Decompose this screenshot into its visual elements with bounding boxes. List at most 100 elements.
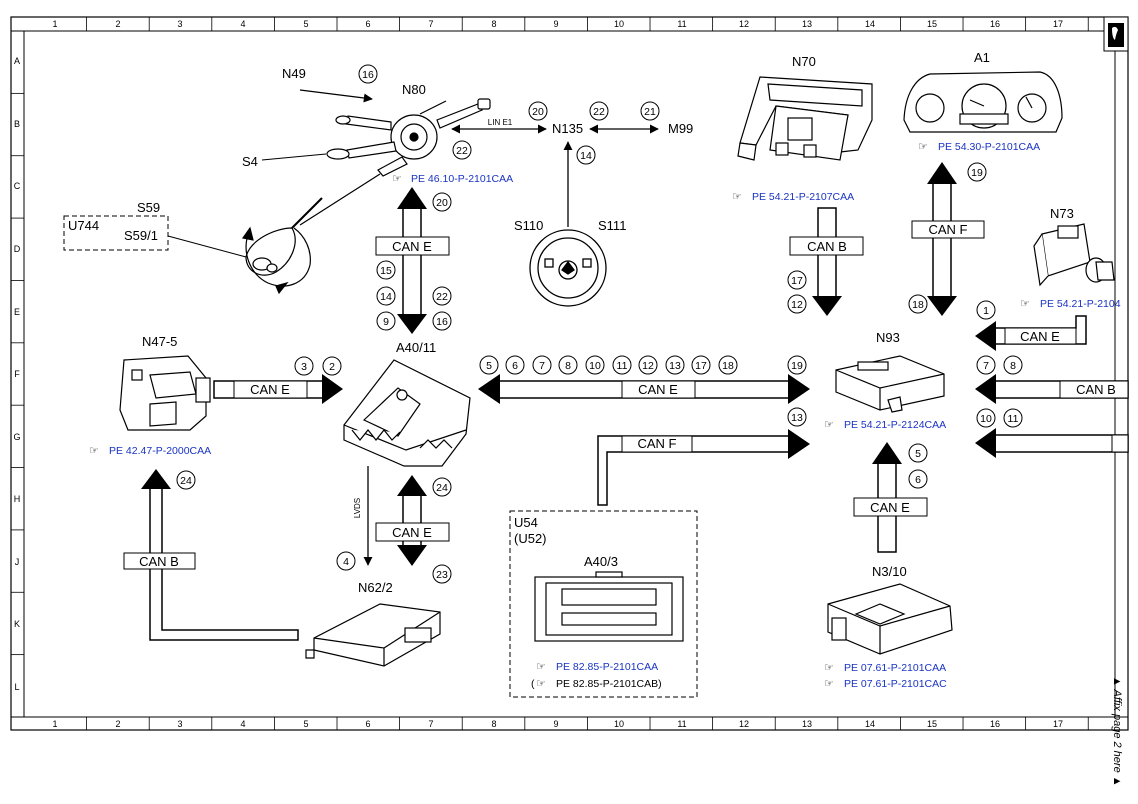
col-5: 5 xyxy=(303,19,308,29)
svg-text:16: 16 xyxy=(436,316,448,328)
circle-24b: 24 xyxy=(432,477,452,497)
column-labels-top: 1 2 3 4 5 6 7 8 9 10 11 12 13 14 15 16 1… xyxy=(52,19,1125,29)
svg-text:CAN F: CAN F xyxy=(638,436,677,451)
circle-7: 7 xyxy=(976,355,996,375)
svg-text:18: 18 xyxy=(912,299,924,311)
circle-f7: 7 xyxy=(532,355,552,375)
circle-f11: 11 xyxy=(612,355,632,375)
col-8-bottom: 8 xyxy=(491,719,496,729)
ref-paren-8: ( xyxy=(531,678,535,690)
circle-19b: 19 xyxy=(787,355,807,375)
row-c: C xyxy=(14,181,21,191)
circle-f18: 18 xyxy=(718,355,738,375)
ref-link-7[interactable]: PE 82.85-P-2101CAA xyxy=(556,661,658,673)
row-labels: A B C D E F G H J K L xyxy=(13,56,20,692)
svg-text:CAN B: CAN B xyxy=(807,239,847,254)
col-9: 9 xyxy=(553,19,558,29)
can-b-right-n93: CAN B xyxy=(975,374,1129,404)
label-u54: U54 xyxy=(514,515,538,530)
corner-tab-icon xyxy=(1103,16,1129,52)
circle-22c: 22 xyxy=(432,286,452,306)
circle-1: 1 xyxy=(976,300,996,320)
circle-17a: 17 xyxy=(787,270,807,290)
circle-21: 21 xyxy=(640,101,660,121)
a1-instrument-cluster xyxy=(903,71,1063,133)
label-n47-5: N47-5 xyxy=(142,334,177,349)
row-h: H xyxy=(14,494,21,504)
ref-link-6[interactable]: PE 54.21-P-2124CAA xyxy=(844,419,946,431)
s4-leader xyxy=(261,153,327,161)
ref-link-5[interactable]: PE 42.47-P-2000CAA xyxy=(109,445,211,457)
col-6: 6 xyxy=(365,19,370,29)
ref-hand-4: ☞ xyxy=(1020,298,1030,310)
ref-link-4[interactable]: PE 54.21-P-2104 xyxy=(1040,298,1121,310)
svg-text:13: 13 xyxy=(669,360,681,372)
can-f-u54-n93: CAN F xyxy=(597,429,810,506)
label-s111: S111 xyxy=(598,218,626,233)
can-e-n73-n93: CAN E xyxy=(975,315,1087,351)
circle-22a: 22 xyxy=(589,101,609,121)
ref-hand-10: ☞ xyxy=(824,678,834,690)
lin-e1-label: LIN E1 xyxy=(488,118,513,127)
svg-text:CAN E: CAN E xyxy=(1020,329,1060,344)
circle-8: 8 xyxy=(1003,355,1023,375)
label-s110: S110 xyxy=(514,218,543,233)
col-12: 12 xyxy=(739,19,749,29)
can-e-a40-11-n62-2 xyxy=(397,475,427,566)
ref-link-1[interactable]: PE 46.10-P-2101CAA xyxy=(411,173,513,185)
column-labels-bottom: 1 2 3 4 5 6 7 8 9 10 11 12 13 14 15 16 1… xyxy=(52,719,1063,729)
ref-hand-9: ☞ xyxy=(824,662,834,674)
ref-hand-6: ☞ xyxy=(824,419,834,431)
col-14-bottom: 14 xyxy=(865,719,875,729)
can-e-label-box-1: CAN E xyxy=(375,236,450,256)
svg-text:23: 23 xyxy=(436,569,448,581)
n93-central-gateway xyxy=(835,355,945,413)
label-n93: N93 xyxy=(876,330,900,345)
ref-link-10[interactable]: PE 07.61-P-2101CAC xyxy=(844,678,947,690)
svg-text:17: 17 xyxy=(695,360,707,372)
label-n73: N73 xyxy=(1050,206,1074,221)
label-s59: S59 xyxy=(137,200,160,215)
ref-link-8[interactable]: PE 82.85-P-2101CAB) xyxy=(556,678,662,690)
row-d: D xyxy=(14,244,21,254)
label-m99: M99 xyxy=(668,121,693,136)
col-17-bottom: 17 xyxy=(1053,719,1063,729)
circle-19a: 19 xyxy=(967,162,987,182)
n70-overhead-control-panel xyxy=(737,76,873,161)
svg-text:7: 7 xyxy=(539,360,545,372)
row-e: E xyxy=(14,307,20,317)
label-u744: U744 xyxy=(68,218,99,233)
circle-f17: 17 xyxy=(691,355,711,375)
circle-6: 6 xyxy=(908,469,928,489)
col-13-bottom: 13 xyxy=(802,719,812,729)
ref-link-3[interactable]: PE 54.30-P-2101CAA xyxy=(938,141,1040,153)
ref-link-9[interactable]: PE 07.61-P-2101CAA xyxy=(844,662,946,674)
svg-text:6: 6 xyxy=(512,360,518,372)
svg-text:1: 1 xyxy=(983,305,989,317)
row-f: F xyxy=(14,369,20,379)
label-n80: N80 xyxy=(402,82,426,97)
svg-text:CAN B: CAN B xyxy=(139,554,179,569)
col-3: 3 xyxy=(177,19,182,29)
col-14: 14 xyxy=(865,19,875,29)
col-11: 11 xyxy=(677,19,686,29)
circle-13: 13 xyxy=(787,407,807,427)
col-16-bottom: 16 xyxy=(990,719,1000,729)
circle-14a: 14 xyxy=(576,145,596,165)
can-e-n3-10-n93: CAN E xyxy=(853,442,928,553)
row-j: J xyxy=(15,557,20,567)
can-e-n47-5-a40-11: CAN E xyxy=(213,374,343,404)
svg-text:6: 6 xyxy=(915,474,921,486)
label-s4: S4 xyxy=(242,154,258,169)
ref-link-2[interactable]: PE 54.21-P-2107CAA xyxy=(752,191,854,203)
col-12-bottom: 12 xyxy=(739,719,749,729)
circle-16b: 16 xyxy=(432,311,452,331)
grid-frame xyxy=(10,16,1129,731)
svg-text:15: 15 xyxy=(380,265,392,277)
svg-text:22: 22 xyxy=(593,106,605,118)
svg-text:17: 17 xyxy=(791,275,803,287)
n73-ignition-switch xyxy=(1033,223,1115,287)
steering-wheel xyxy=(529,229,607,307)
ref-links: ☞ PE 46.10-P-2101CAA ☞ PE 54.21-P-2107CA… xyxy=(89,141,1121,690)
svg-text:14: 14 xyxy=(380,291,392,303)
